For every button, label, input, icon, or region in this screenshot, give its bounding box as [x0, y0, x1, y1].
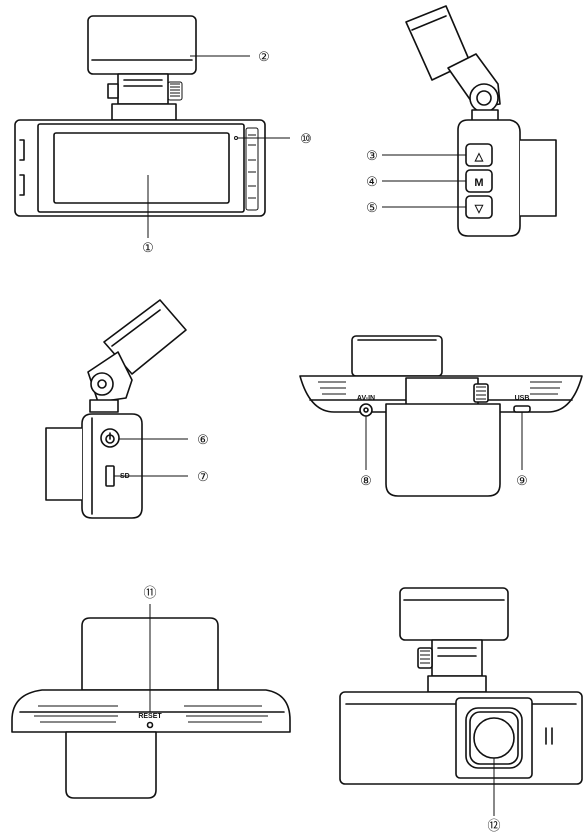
- callout-7: ⑦: [197, 470, 209, 485]
- callout-1: ①: [142, 241, 154, 256]
- callout-10: ⑩: [300, 132, 312, 147]
- front-screen-view: [14, 15, 290, 238]
- callout-9: ⑨: [516, 474, 528, 489]
- up-button-glyph: △: [474, 151, 484, 163]
- callout-numbers: ① ② ③ ④ ⑤ ⑥ ⑦ ⑧ ⑨ ⑩ ⑪ ⑫: [142, 50, 528, 834]
- down-button-glyph: ▽: [474, 203, 484, 215]
- callout-12: ⑫: [487, 819, 500, 834]
- callout-5: ⑤: [366, 201, 378, 216]
- callout-6: ⑥: [197, 433, 209, 448]
- callout-3: ③: [366, 149, 378, 164]
- bottom-ports-view: AV-IN USB: [299, 335, 583, 497]
- rear-reset-view: RESET: [11, 604, 291, 799]
- menu-button-glyph: M: [474, 177, 483, 189]
- usb-label: USB: [515, 395, 530, 402]
- callout-2: ②: [258, 50, 270, 65]
- side-power-sd-view: SD: [45, 299, 188, 519]
- callout-4: ④: [366, 175, 378, 190]
- side-buttons-view: △ M ▽: [382, 5, 557, 237]
- callout-11: ⑪: [143, 586, 156, 601]
- reset-label: RESET: [138, 713, 162, 720]
- av-in-label: AV-IN: [357, 395, 375, 402]
- front-lens-view: [339, 587, 583, 816]
- callout-8: ⑧: [360, 474, 372, 489]
